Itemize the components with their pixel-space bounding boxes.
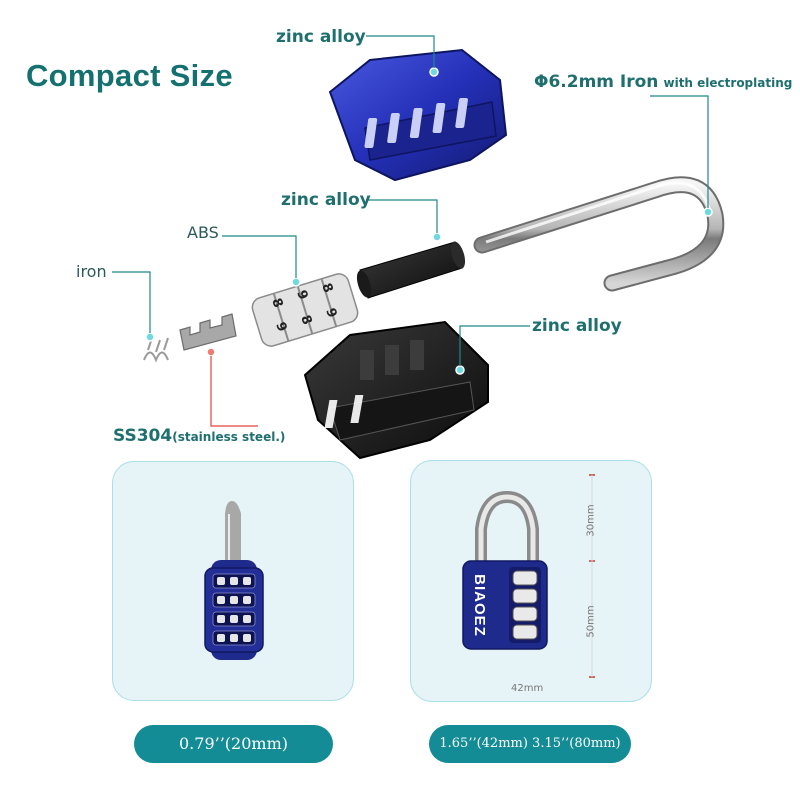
front-dial[interactable] bbox=[512, 624, 538, 640]
side-view-lock bbox=[204, 501, 264, 660]
dim-shackle-wrap: 30mm bbox=[571, 503, 611, 537]
dim-body-height: 50mm bbox=[585, 604, 597, 638]
top-shell-part bbox=[328, 48, 508, 182]
front-dial[interactable] bbox=[512, 570, 538, 586]
callout-plate-sub: (stainless steel.) bbox=[172, 430, 286, 444]
shackle-part bbox=[473, 176, 725, 292]
callout-top-shell: zinc alloy bbox=[276, 27, 366, 47]
side-dial-window bbox=[230, 596, 238, 604]
callout-shackle-main: Φ6.2mm Iron bbox=[534, 72, 659, 92]
side-dial-window bbox=[230, 634, 238, 642]
callout-plate: SS304(stainless steel.) bbox=[113, 426, 285, 446]
dim-shackle-height: 30mm bbox=[585, 503, 597, 537]
front-view-panel: BIAOEZ 30mm 50mm 42mm bbox=[410, 460, 652, 702]
front-dial[interactable] bbox=[512, 606, 538, 622]
front-view-lock bbox=[462, 474, 595, 678]
callout-plate-main: SS304 bbox=[113, 426, 173, 446]
page-title: Compact Size bbox=[26, 58, 233, 93]
callout-sleeve: zinc alloy bbox=[281, 190, 371, 210]
front-dial[interactable] bbox=[512, 588, 538, 604]
side-dial-window bbox=[243, 596, 251, 604]
side-dial-window bbox=[217, 634, 225, 642]
stainless-plate-part bbox=[179, 313, 237, 357]
callout-bottom-shell: zinc alloy bbox=[532, 316, 622, 336]
dim-body-width: 42mm bbox=[511, 683, 544, 694]
callout-shackle-sub: with electroplating bbox=[663, 76, 793, 90]
side-dial-window bbox=[243, 615, 251, 623]
side-dial-window bbox=[230, 577, 238, 585]
bottom-shell-part bbox=[272, 320, 489, 460]
side-view-panel bbox=[112, 461, 354, 701]
callout-shackle: Φ6.2mm Iron with electroplating bbox=[534, 72, 792, 92]
pill-front-dimensions: 1.65’’(42mm) 3.15’’(80mm) bbox=[429, 725, 631, 763]
sleeve-part bbox=[356, 232, 466, 299]
side-dial-window bbox=[243, 577, 251, 585]
pill-side-width: 0.79’’(20mm) bbox=[134, 725, 333, 763]
side-dial-window bbox=[230, 615, 238, 623]
spring-part bbox=[143, 332, 169, 363]
side-dial-window bbox=[217, 615, 225, 623]
callout-spring: iron bbox=[76, 262, 107, 281]
dim-body-wrap: 50mm bbox=[571, 604, 611, 638]
side-dial-window bbox=[243, 634, 251, 642]
callout-wheels: ABS bbox=[187, 223, 219, 242]
leader-line-red bbox=[210, 356, 258, 427]
side-dial-window bbox=[217, 596, 225, 604]
leader-lines bbox=[112, 35, 709, 366]
lock-brand-wrap: BIAOEZ bbox=[459, 567, 499, 643]
side-dial-window bbox=[217, 577, 225, 585]
lock-brand: BIAOEZ bbox=[470, 573, 488, 637]
